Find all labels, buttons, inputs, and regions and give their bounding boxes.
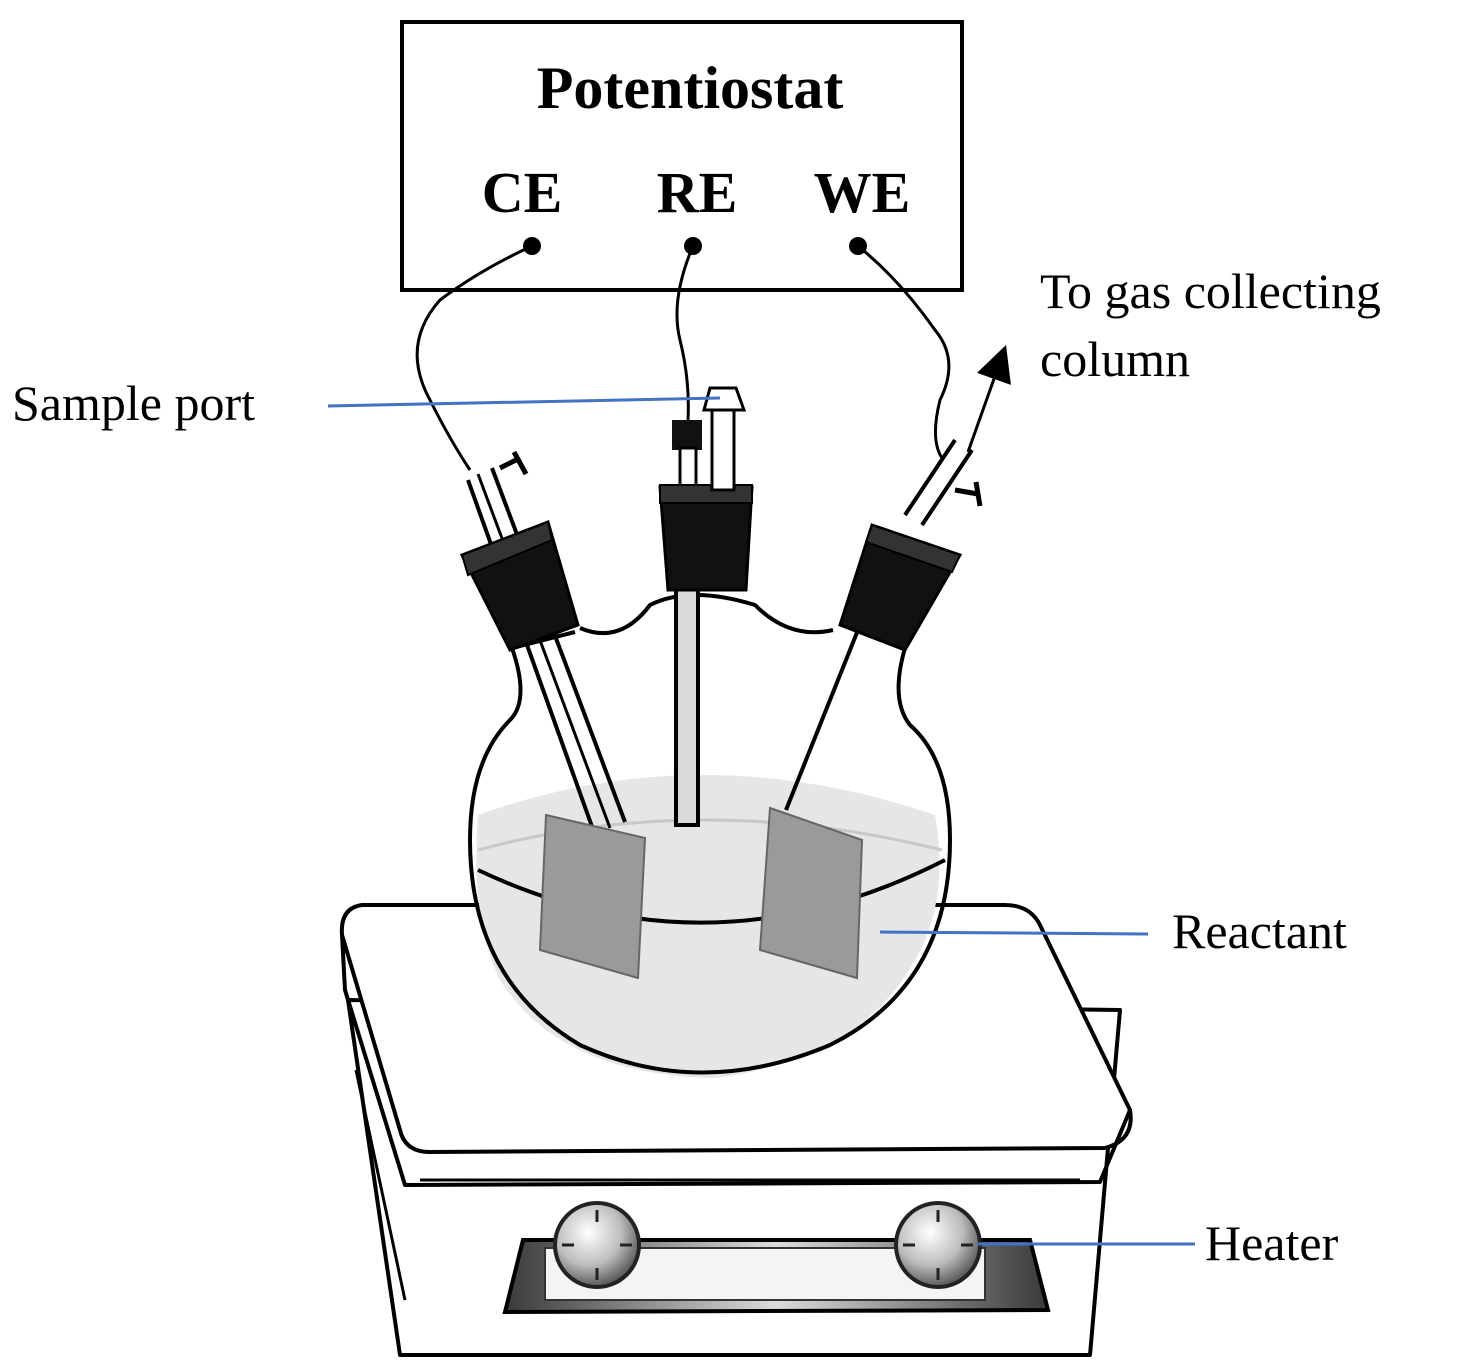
we-stopper-ridge — [864, 523, 962, 574]
gas-outlet-label-line2: column — [1040, 331, 1190, 387]
we-valve — [954, 481, 983, 507]
potentiostat-title: Potentiostat — [537, 55, 844, 121]
wires — [415, 244, 951, 471]
hot-plate — [339, 903, 1133, 1357]
sample-port — [702, 386, 747, 492]
re-connector — [672, 420, 702, 450]
we-rod — [784, 619, 864, 811]
ce-rod-inner — [476, 473, 612, 829]
counter-electrode-assembly — [459, 450, 647, 980]
re-terminal-label: RE — [657, 160, 738, 225]
ce-rod-left — [466, 479, 597, 836]
we-gas-tube-left — [903, 438, 957, 517]
we-wire — [857, 244, 951, 459]
potentiostat-box: Potentiostat CE RE WE — [400, 20, 964, 292]
ce-wire — [415, 244, 533, 471]
leader-lines — [327, 396, 1195, 1246]
left-knob-ticks — [562, 1210, 632, 1280]
re-tube — [674, 583, 700, 827]
ce-terminal-label: CE — [482, 160, 563, 225]
reactant-leader — [879, 930, 1149, 936]
working-electrode-assembly — [758, 438, 983, 980]
left-knob-face[interactable] — [553, 1201, 641, 1289]
gas-outlet-label-line1: To gas collecting — [1040, 263, 1381, 319]
ce-plate — [538, 813, 647, 980]
reference-electrode-assembly — [658, 420, 754, 827]
ce-valve — [498, 450, 529, 476]
heater-label: Heater — [1205, 1215, 1339, 1271]
liquid-surface-top — [477, 818, 943, 852]
we-terminal-label: WE — [814, 160, 911, 225]
potentiostat-frame — [400, 20, 964, 292]
sample-port-leader — [327, 396, 721, 408]
right-knob[interactable] — [894, 1201, 982, 1289]
sample-port-label: Sample port — [12, 375, 255, 431]
three-neck-flask — [468, 593, 952, 1078]
hot-plate-top-rim — [340, 934, 1132, 1187]
ce-stopper-ridge — [460, 520, 554, 577]
re-stopper-ridge — [659, 484, 753, 504]
gas-outlet-arrow — [966, 345, 1011, 453]
ce-rod-right — [490, 467, 627, 823]
we-gas-tube-right — [920, 448, 974, 527]
sample-port-cap — [702, 386, 747, 412]
we-plate — [758, 806, 864, 980]
left-knob[interactable] — [553, 1201, 641, 1289]
re-stem — [678, 446, 698, 490]
right-knob-ticks — [903, 1210, 973, 1280]
re-wire — [675, 245, 695, 421]
sample-port-tube — [710, 408, 736, 492]
hot-plate-side-edge — [354, 1069, 407, 1301]
reactant-label: Reactant — [1172, 903, 1347, 959]
